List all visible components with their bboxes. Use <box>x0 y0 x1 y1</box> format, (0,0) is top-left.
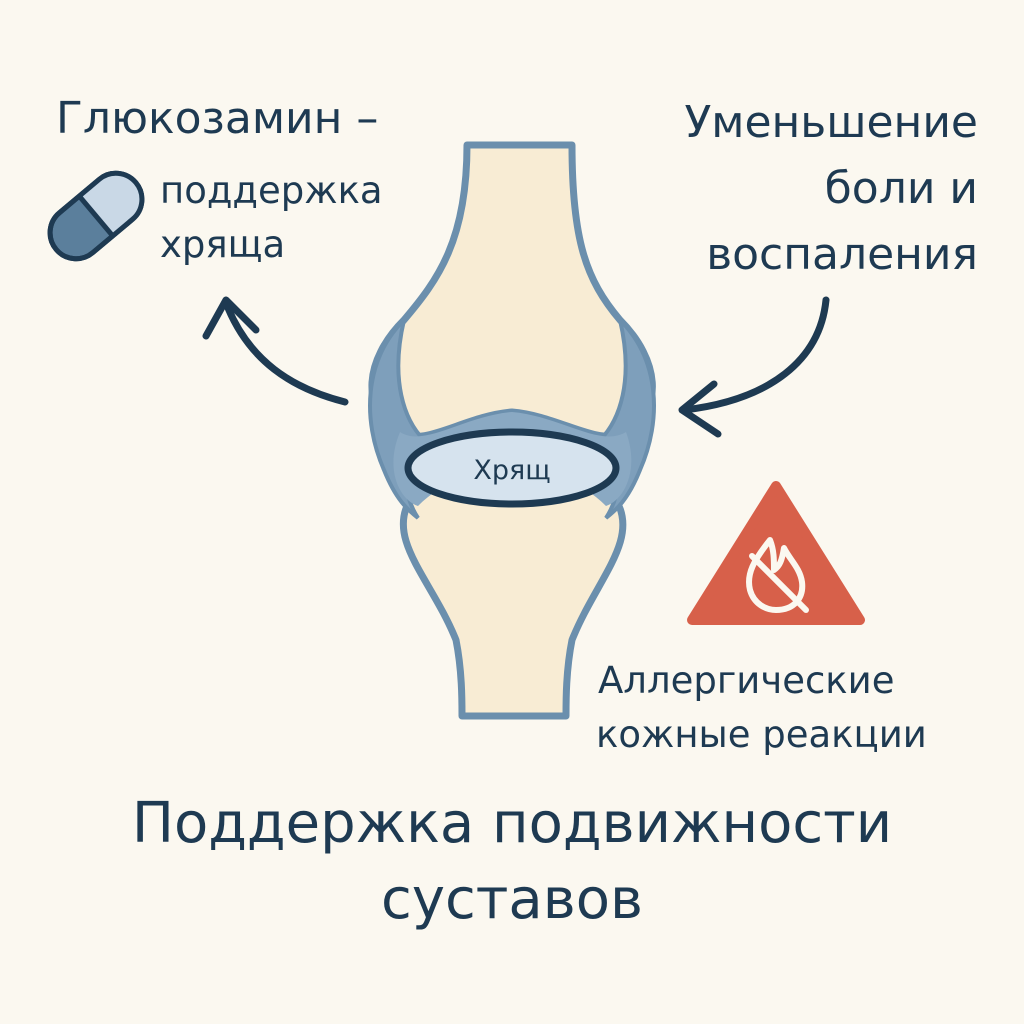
capsule-left <box>368 313 427 520</box>
glucosamine-subtitle-line1: поддержка <box>160 169 383 212</box>
allergy-label-line1: Аллергические <box>598 659 895 702</box>
cartilage-disc <box>404 428 620 508</box>
capsule-icon <box>47 170 145 262</box>
footer-title-line2: суставов <box>381 867 643 932</box>
arrow-to-joint <box>680 296 830 414</box>
cartilage-label: Хрящ <box>473 455 550 486</box>
arrow-head-right <box>678 380 722 438</box>
relief-label-line2: боли и <box>824 163 978 214</box>
relief-label-line1: Уменьшение <box>684 97 978 148</box>
arrow-head-left <box>202 296 260 340</box>
upper-bone <box>368 141 656 440</box>
glucosamine-title: Глюкозамин – <box>56 93 379 144</box>
capsule-right <box>597 313 656 520</box>
allergy-label-line2: кожные реакции <box>596 713 927 756</box>
lower-bone <box>399 469 627 720</box>
glucosamine-subtitle-line2: хряща <box>160 223 286 266</box>
arrow-to-glucosamine <box>224 304 349 406</box>
footer-title-line1: Поддержка подвижности <box>131 791 893 856</box>
relief-label-line3: воспаления <box>706 229 978 280</box>
fire-warning-icon <box>687 481 865 625</box>
